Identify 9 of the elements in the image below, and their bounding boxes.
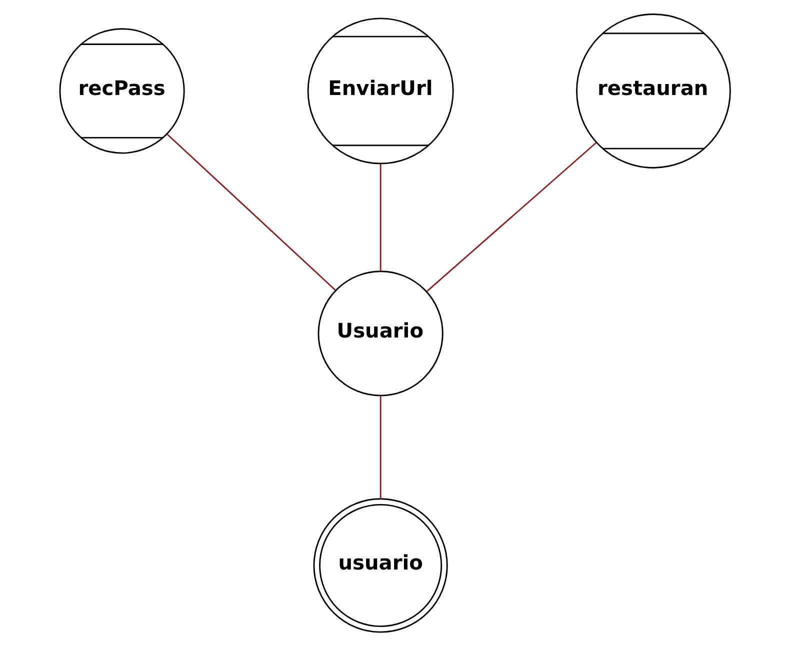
connector <box>166 134 336 290</box>
connector <box>380 164 382 271</box>
node-circle: recPass <box>59 28 185 154</box>
node-circle: usuario <box>313 498 448 633</box>
node-circle: restauran <box>576 14 731 168</box>
connector <box>426 142 597 292</box>
node-circle: Usuario <box>318 270 444 396</box>
connector <box>380 396 382 499</box>
node-circle: EnviarUrl <box>307 18 454 164</box>
